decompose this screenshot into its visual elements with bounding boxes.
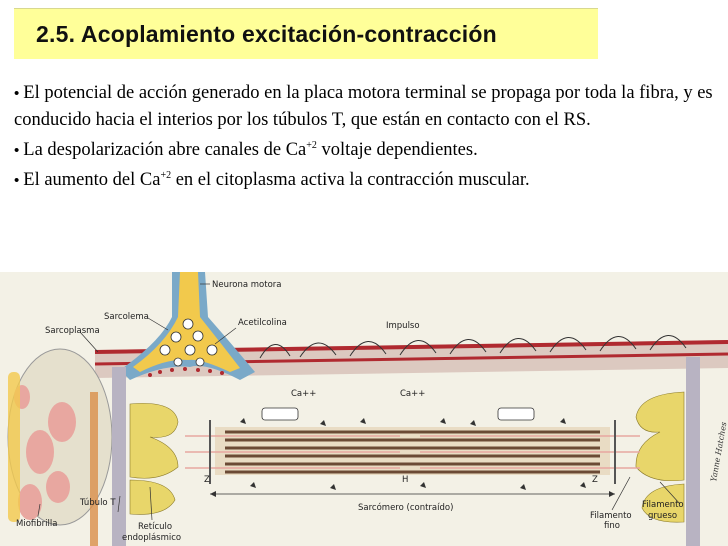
label-filamento-grueso-line1: Filamento	[642, 500, 684, 510]
label-sarcomero: Sarcómero (contraído)	[358, 502, 453, 513]
label-acetilcolina: Acetilcolina	[238, 318, 287, 328]
label-neurona-motora: Neurona motora	[212, 280, 282, 290]
slide-title: 2.5. Acoplamiento excitación-contracción	[36, 21, 497, 48]
superscript: +2	[160, 170, 171, 181]
label-sarcoplasma: Sarcoplasma	[45, 326, 100, 336]
bullet-icon: •	[14, 172, 19, 189]
label-impulso: Impulso	[386, 321, 420, 331]
bullet-text: en el citoplasma activa la contracción m…	[171, 170, 530, 190]
superscript: +2	[306, 140, 317, 151]
label-filamento-fino-line2: fino	[604, 521, 620, 531]
label-z-left: Z	[204, 475, 210, 485]
muscle-diagram: Neurona motora Sarcolema Sarcoplasma Ace…	[0, 272, 728, 546]
label-ca-left: Ca++	[291, 389, 316, 399]
bullet-text: voltaje dependientes.	[317, 140, 478, 160]
excitation-contraction-illustration: Neurona motora Sarcolema Sarcoplasma Ace…	[0, 272, 728, 546]
label-ca-right: Ca++	[400, 389, 425, 399]
bullet-item: •El aumento del Ca+2 en el citoplasma ac…	[14, 167, 714, 194]
label-miofibrilla: Miofibrilla	[16, 519, 57, 529]
bullet-item: •El potencial de acción generado en la p…	[14, 80, 714, 134]
bullet-list: •El potencial de acción generado en la p…	[14, 80, 714, 197]
bullet-text: La despolarización abre canales de Ca	[23, 140, 306, 160]
bullet-item: •La despolarización abre canales de Ca+2…	[14, 137, 714, 164]
label-z-right: Z	[592, 475, 598, 485]
bullet-icon: •	[14, 142, 19, 159]
label-reticulo-line1: Retículo	[138, 522, 172, 532]
label-filamento-grueso-line2: grueso	[648, 511, 677, 521]
bullet-text: El potencial de acción generado en la pl…	[14, 83, 713, 130]
label-filamento-fino-line1: Filamento	[590, 511, 632, 521]
label-tubulo-t: Túbulo T	[79, 498, 116, 508]
title-banner: 2.5. Acoplamiento excitación-contracción	[14, 8, 598, 59]
bullet-icon: •	[14, 85, 19, 102]
label-h: H	[402, 475, 408, 485]
label-reticulo-line2: endoplásmico	[122, 533, 181, 543]
label-sarcolema: Sarcolema	[104, 312, 149, 322]
bullet-text: El aumento del Ca	[23, 170, 160, 190]
